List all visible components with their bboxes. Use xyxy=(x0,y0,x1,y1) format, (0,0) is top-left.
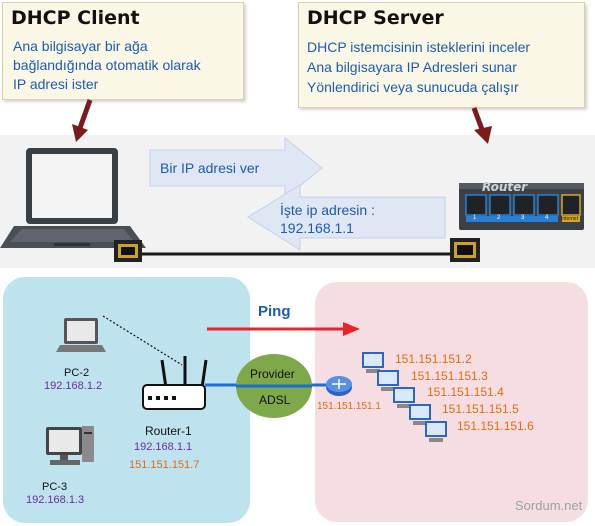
pc2-laptop-icon xyxy=(56,318,106,352)
provider-label: Provider xyxy=(250,367,295,381)
dhcp-client-line-1: Ana bilgisayar bir ağa xyxy=(13,38,148,54)
router-port-3-label: 3 xyxy=(521,215,525,221)
router-device-icon xyxy=(459,183,584,230)
gateway-ip: 151.151.151.1 xyxy=(317,401,381,412)
watermark: Sordum.net xyxy=(515,498,583,513)
router1-icon xyxy=(142,356,208,410)
client-pointer-arrow xyxy=(72,99,93,142)
server-icon-4 xyxy=(409,404,431,425)
dhcp-server-line-3: Yönlendirici veya sunucuda çalışır xyxy=(307,79,519,95)
router1-lan-ip: 192.168.1.1 xyxy=(134,441,193,453)
router-port-1-label: 1 xyxy=(473,215,477,221)
router-port-4-label: 4 xyxy=(545,215,549,221)
pc2-ip: 192.168.1.2 xyxy=(44,380,103,392)
dhcp-client-title: DHCP Client xyxy=(11,7,140,29)
request-arrow-label: Bir IP adresi ver xyxy=(160,160,260,176)
laptop-icon xyxy=(0,148,146,248)
dhcp-client-line-3: IP adresi ister xyxy=(13,76,99,92)
adsl-label: ADSL xyxy=(259,393,291,407)
router-ethernet-port-icon xyxy=(450,238,480,262)
router1-wan-ip: 151.151.151.7 xyxy=(129,459,200,471)
wireless-link xyxy=(102,315,183,366)
dhcp-server-line-1: DHCP istemcisinin isteklerini inceler xyxy=(307,39,531,55)
pc3-ip: 192.168.1.3 xyxy=(26,494,85,506)
dhcp-server-title: DHCP Server xyxy=(307,7,444,29)
gateway-router-icon xyxy=(326,376,352,396)
pc3-name: PC-3 xyxy=(42,481,68,493)
ping-arrow xyxy=(207,322,360,336)
dhcp-client-line-2: bağlandığında otomatik olarak xyxy=(13,57,201,73)
wan-zone xyxy=(315,282,588,522)
server-icon-2 xyxy=(377,370,399,391)
server-ip-1: 151.151.151.2 xyxy=(395,352,472,366)
server-ip-2: 151.151.151.3 xyxy=(411,369,488,383)
reply-arrow-label-line-1: İşte ip adresin : xyxy=(280,202,375,218)
server-ip-3: 151.151.151.4 xyxy=(427,385,504,399)
server-icon-3 xyxy=(393,387,415,408)
server-pointer-arrow xyxy=(471,107,492,144)
server-computers xyxy=(362,352,447,442)
dhcp-server-callout: DHCP Server DHCP istemcisinin isteklerin… xyxy=(298,2,585,108)
dhcp-client-callout: DHCP Client Ana bilgisayar bir ağa bağla… xyxy=(2,2,244,100)
ping-label: Ping xyxy=(258,303,291,320)
reply-arrow-label-line-2: 192.168.1.1 xyxy=(280,220,354,236)
server-ip-5: 151.151.151.6 xyxy=(457,419,534,433)
router-device-label: Router xyxy=(482,180,528,194)
top-diagram xyxy=(0,99,584,262)
router-port-2-label: 2 xyxy=(497,215,501,221)
server-ip-4: 151.151.151.5 xyxy=(442,402,519,416)
dhcp-server-line-2: Ana bilgisayara IP Adresleri sunar xyxy=(307,59,517,75)
router1-name: Router-1 xyxy=(145,424,192,438)
pc3-desktop-icon xyxy=(46,426,94,465)
lan-zone xyxy=(3,277,250,523)
reply-arrow xyxy=(247,184,446,251)
pc2-name: PC-2 xyxy=(64,367,90,379)
laptop-ethernet-port-icon xyxy=(114,240,142,262)
request-arrow xyxy=(149,136,323,200)
server-icon-5 xyxy=(425,421,447,442)
router-port-internet-label: Internet xyxy=(561,216,578,222)
server-icon-1 xyxy=(362,352,384,373)
